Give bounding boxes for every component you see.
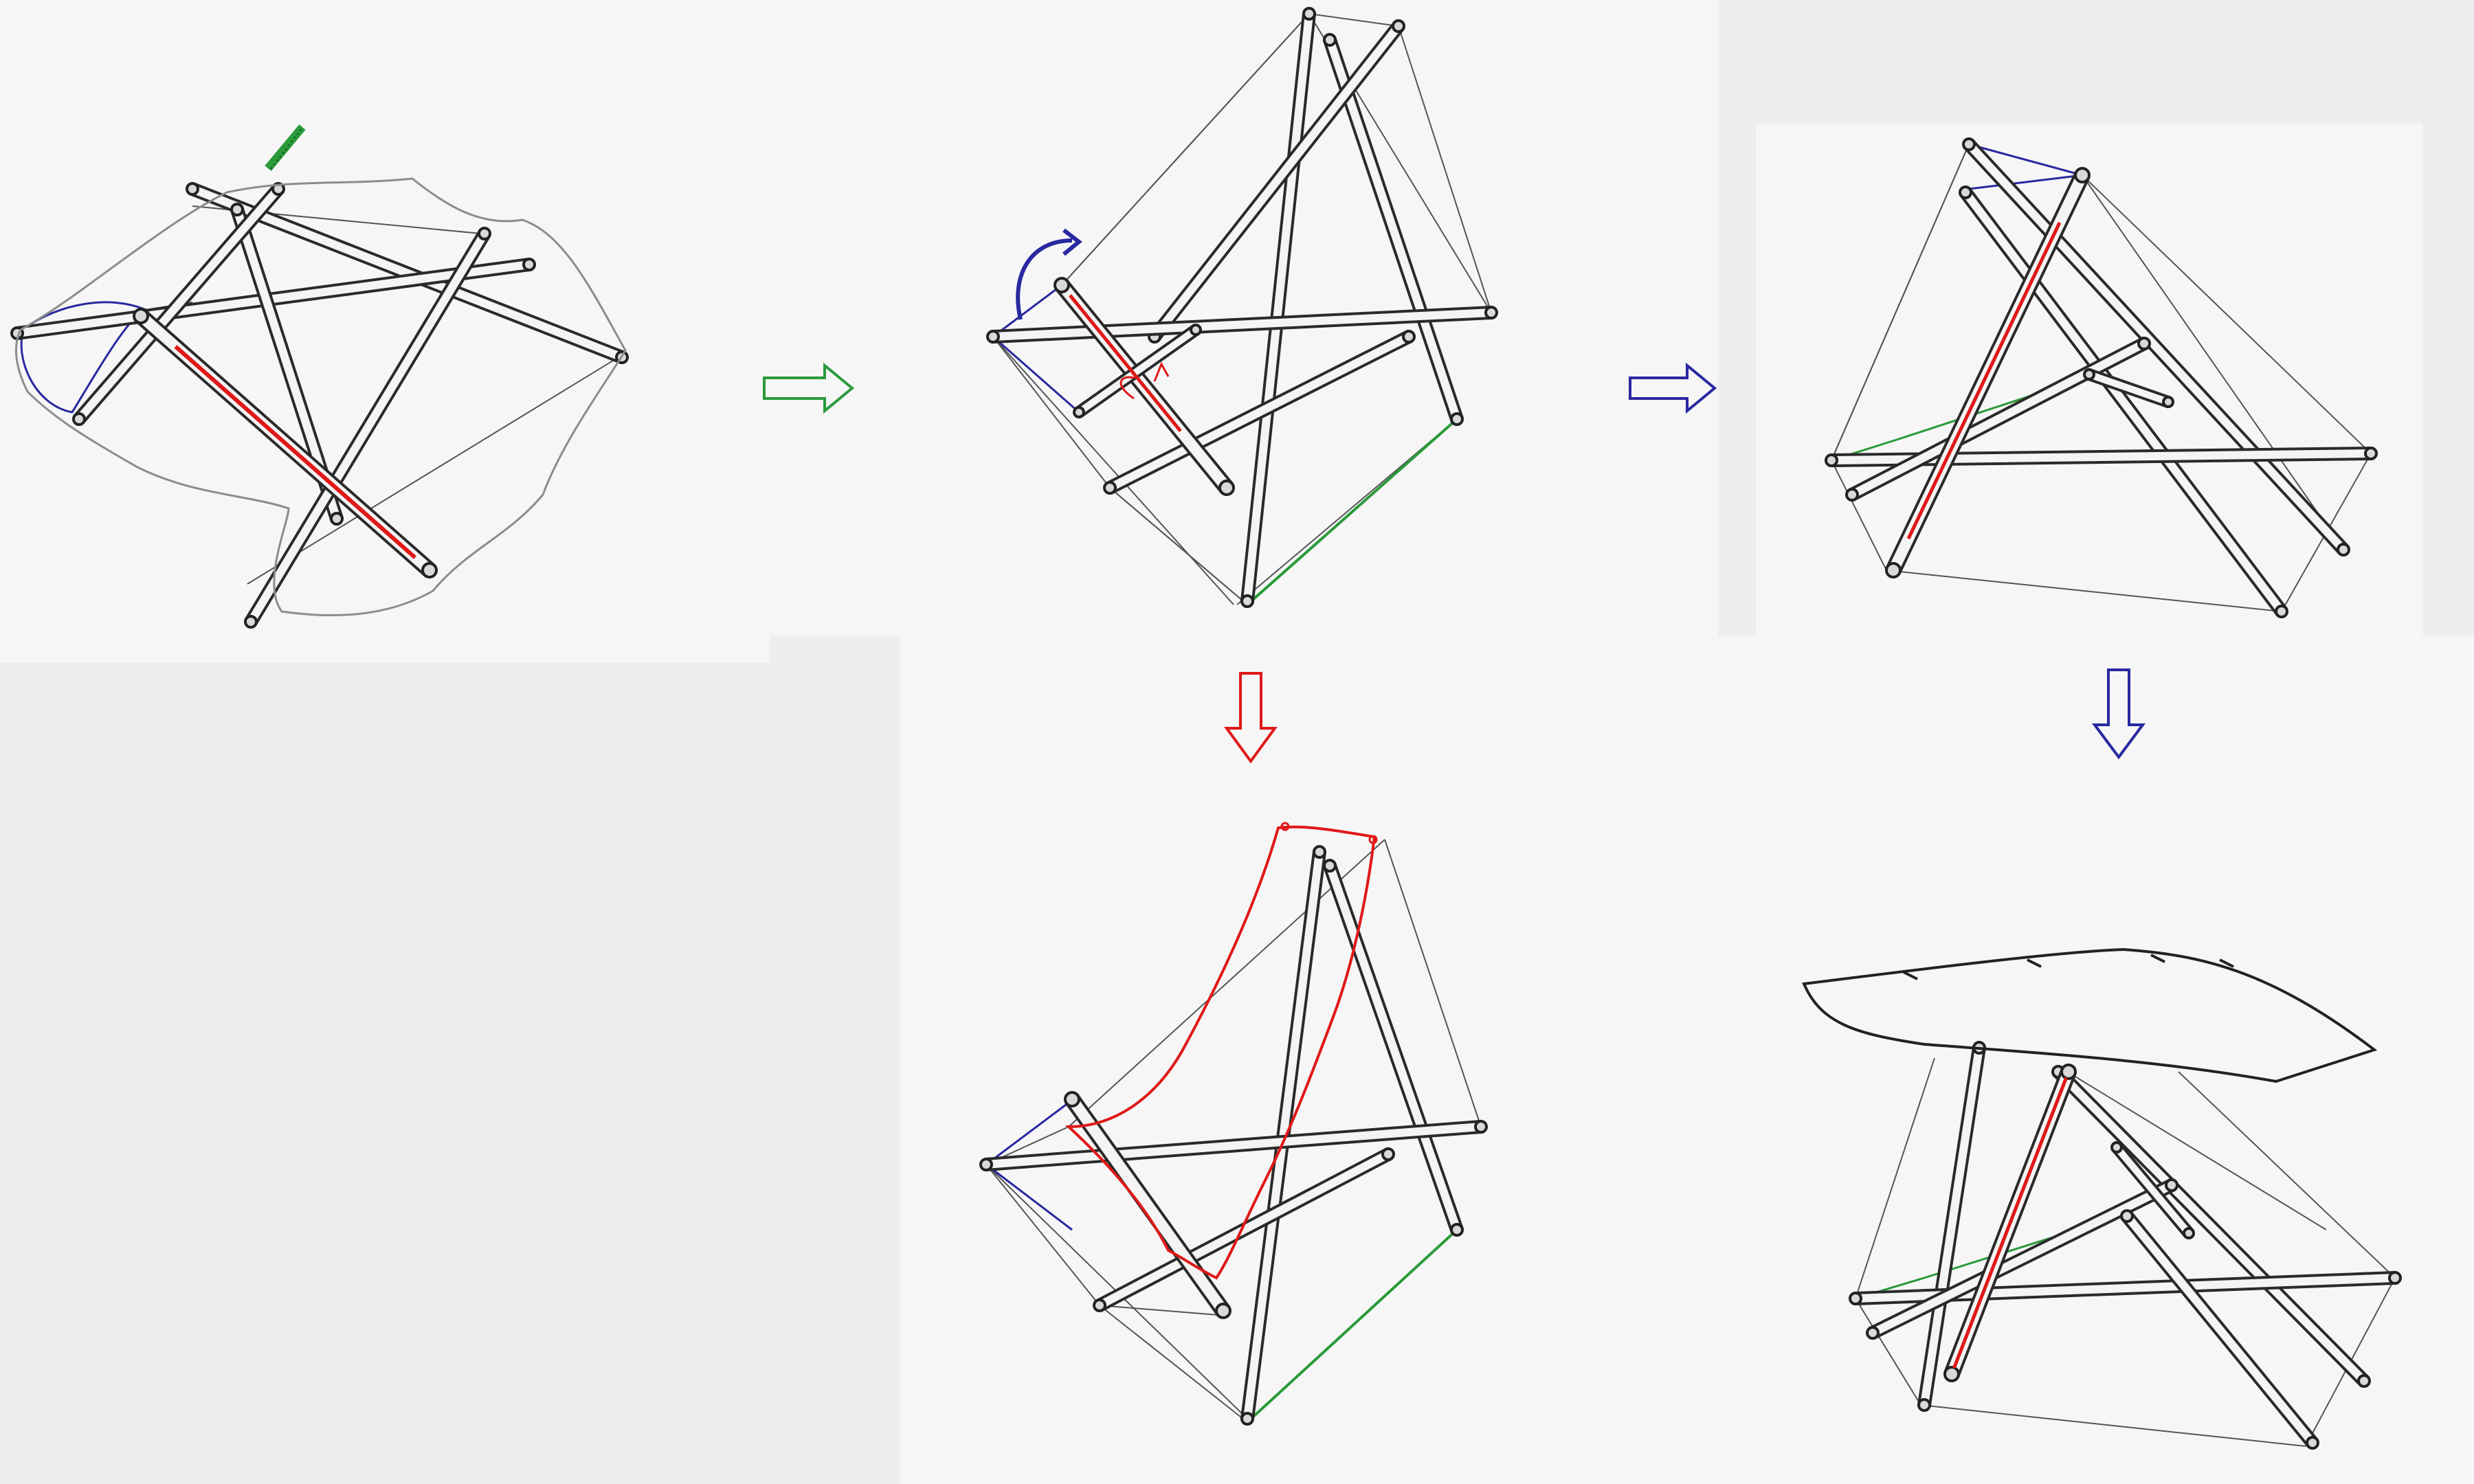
red-rod-marker [1906,221,2062,540]
cable [1308,13,1399,27]
cable [2064,1070,2327,1230]
cable [2082,175,2372,454]
rod-panel3-b [1959,186,2288,618]
arrow-2-to-3 [1629,362,1717,414]
arrow-2-to-4 [1224,672,1278,764]
rod-panel5-e [2120,1209,2319,1450]
rod-panel2-g [1073,324,1202,418]
blue-cable [1968,143,2083,177]
rod-panel1-c [230,203,344,526]
rod-panel3-c [1825,446,2378,468]
red-rod-marker [174,345,416,559]
cable [247,357,619,585]
cable [1099,1305,1227,1316]
rod-panel3-e [2083,368,2174,409]
overlay-marks [174,221,2068,1369]
blue-cable [1968,174,2083,190]
cable [2082,175,2344,550]
paper-sheet-1 [0,0,770,663]
rod-panel4-e [1064,1091,1232,1319]
red-rod-marker [1952,1077,2068,1369]
arrow-3-to-5 [2092,668,2146,760]
blue-cable [985,1101,1069,1166]
paper-sheet-4 [900,636,2474,1484]
cable [1886,570,2282,612]
blue-fold-mark [20,301,147,414]
red-rod-marker [1069,294,1182,432]
compression-rods [10,7,2402,1450]
blue-cable [985,1163,1073,1231]
cable [1384,839,1482,1127]
table-top-outline [1802,947,2378,1083]
cable [1398,25,1492,313]
background-strip [1718,0,2474,124]
blue-cable [992,284,1062,338]
rod-panel5-f [2110,1141,2195,1239]
cable [1920,1404,2306,1447]
rod-panel3-d [1845,337,2151,502]
rod-panel5-d [1866,1178,2178,1340]
fabric-seat-outline [1065,825,1377,1280]
fabric-corner-mark [1368,835,1378,844]
cable [1831,144,1970,461]
cable [1831,460,1887,571]
small-rotation-arrow-icon [1119,376,1135,400]
rod-panel2-e [1103,330,1416,495]
green-cable [1246,1228,1458,1424]
table-top-ticks [1903,954,2234,980]
rod-panel4-b [1322,859,1464,1237]
cable [2178,1071,2396,1279]
rod-panel2-b [1322,33,1464,426]
rod-panel1-e [244,227,491,629]
cable [985,1164,1100,1306]
cable [992,336,1111,488]
colored-accents [20,143,2121,1424]
cable [1855,1057,1935,1299]
rod-panel4-d [1093,1147,1395,1312]
rotation-arrow-icon [1016,238,1073,320]
green-cable [1246,418,1458,606]
fabric-corner-mark [1280,822,1290,831]
cable [1855,1298,1921,1406]
cable [1099,1305,1248,1423]
cable [992,336,1234,605]
arrow-1-to-2 [763,362,855,414]
small-rotation-arrowhead-icon [1153,361,1170,382]
spring-icon [265,124,306,171]
folded-fabric-outline [14,177,627,617]
rotation-arrowhead-icon [1062,228,1082,256]
cable [1109,487,1248,605]
rod-panel2-d [986,305,1498,344]
blue-cable [992,335,1080,414]
cable [1061,13,1310,286]
